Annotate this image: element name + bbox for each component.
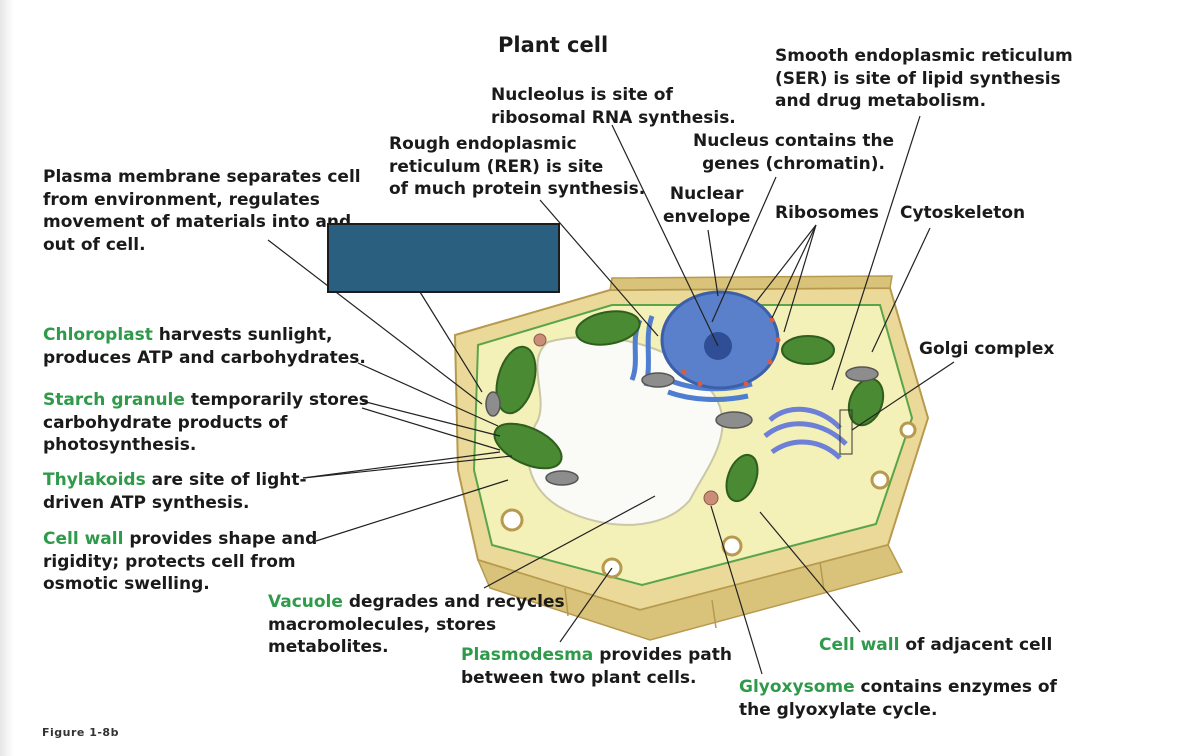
label-ser: Smooth endoplasmic reticulum (SER) is si… — [775, 46, 1073, 111]
golgi-illustration — [763, 406, 848, 460]
label-glyoxysome: Glyoxysome contains enzymes of the glyox… — [739, 677, 1057, 720]
label-nucleolus: Nucleolus is site of ribosomal RNA synth… — [491, 85, 736, 128]
golgi-box — [839, 409, 853, 455]
label-nucleus: Nucleus contains the genes (chromatin). — [693, 131, 895, 174]
label-rer: Rough endoplasmic reticulum (RER) is sit… — [389, 134, 646, 199]
label-cytoskeleton: Cytoskeleton — [900, 203, 1026, 223]
label-starch-granule: Starch granule temporarily stores carboh… — [43, 390, 369, 455]
glyoxysome-illustration — [703, 490, 719, 506]
label-plasmodesma: Plasmodesma provides path between two pl… — [461, 645, 732, 688]
peroxisome-illustration — [533, 333, 547, 347]
leader-lines — [267, 115, 955, 675]
label-vacuole: Vacuole degrades and recycles macromolec… — [268, 592, 565, 657]
diagram-title: Plant cell — [498, 33, 609, 57]
label-golgi-complex: Golgi complex — [919, 339, 1055, 359]
label-nuclear-envelope: Nuclear envelope — [663, 184, 751, 227]
label-thylakoids: Thylakoids are site of light- driven ATP… — [43, 470, 307, 513]
label-chloroplast: Chloroplast harvests sunlight, produces … — [43, 325, 366, 368]
label-cell-wall-adjacent: Cell wall of adjacent cell — [819, 635, 1053, 655]
chloroplasts — [493, 310, 885, 503]
ribosome-dots — [681, 317, 781, 387]
page-edge-shadow — [0, 0, 14, 756]
label-plasma-membrane: Plasma membrane separates cell from envi… — [43, 167, 361, 255]
label-ribosomes: Ribosomes — [775, 203, 879, 223]
label-mask-box — [327, 223, 560, 293]
label-cell-wall: Cell wall provides shape and rigidity; p… — [43, 529, 318, 594]
figure-label: Figure 1-8b — [42, 726, 119, 739]
mitochondria — [485, 366, 879, 486]
